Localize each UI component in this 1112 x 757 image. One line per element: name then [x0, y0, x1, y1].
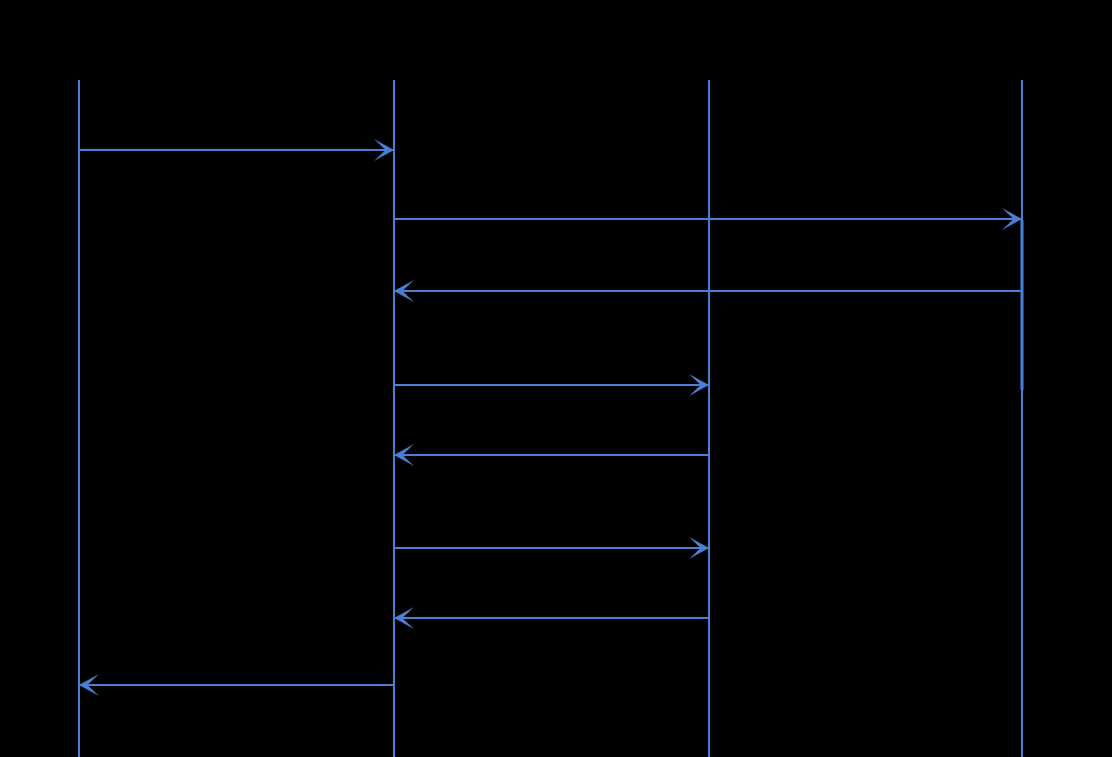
message-4[interactable] [394, 374, 709, 396]
message-arrowhead-6 [689, 537, 709, 559]
message-3[interactable] [394, 280, 1022, 302]
message-8[interactable] [79, 674, 394, 696]
message-5[interactable] [394, 444, 709, 466]
message-arrowhead-5 [394, 444, 414, 466]
message-7[interactable] [394, 607, 709, 629]
message-arrowhead-1 [374, 139, 394, 161]
message-arrowhead-8 [79, 674, 99, 696]
message-6[interactable] [394, 537, 709, 559]
message-arrowhead-7 [394, 607, 414, 629]
messages-layer [79, 139, 1022, 696]
message-1[interactable] [79, 139, 394, 161]
message-arrowhead-2 [1002, 208, 1022, 230]
message-arrowhead-4 [689, 374, 709, 396]
message-arrowhead-3 [394, 280, 414, 302]
lifelines-layer [78, 80, 1023, 757]
message-2[interactable] [394, 208, 1022, 230]
